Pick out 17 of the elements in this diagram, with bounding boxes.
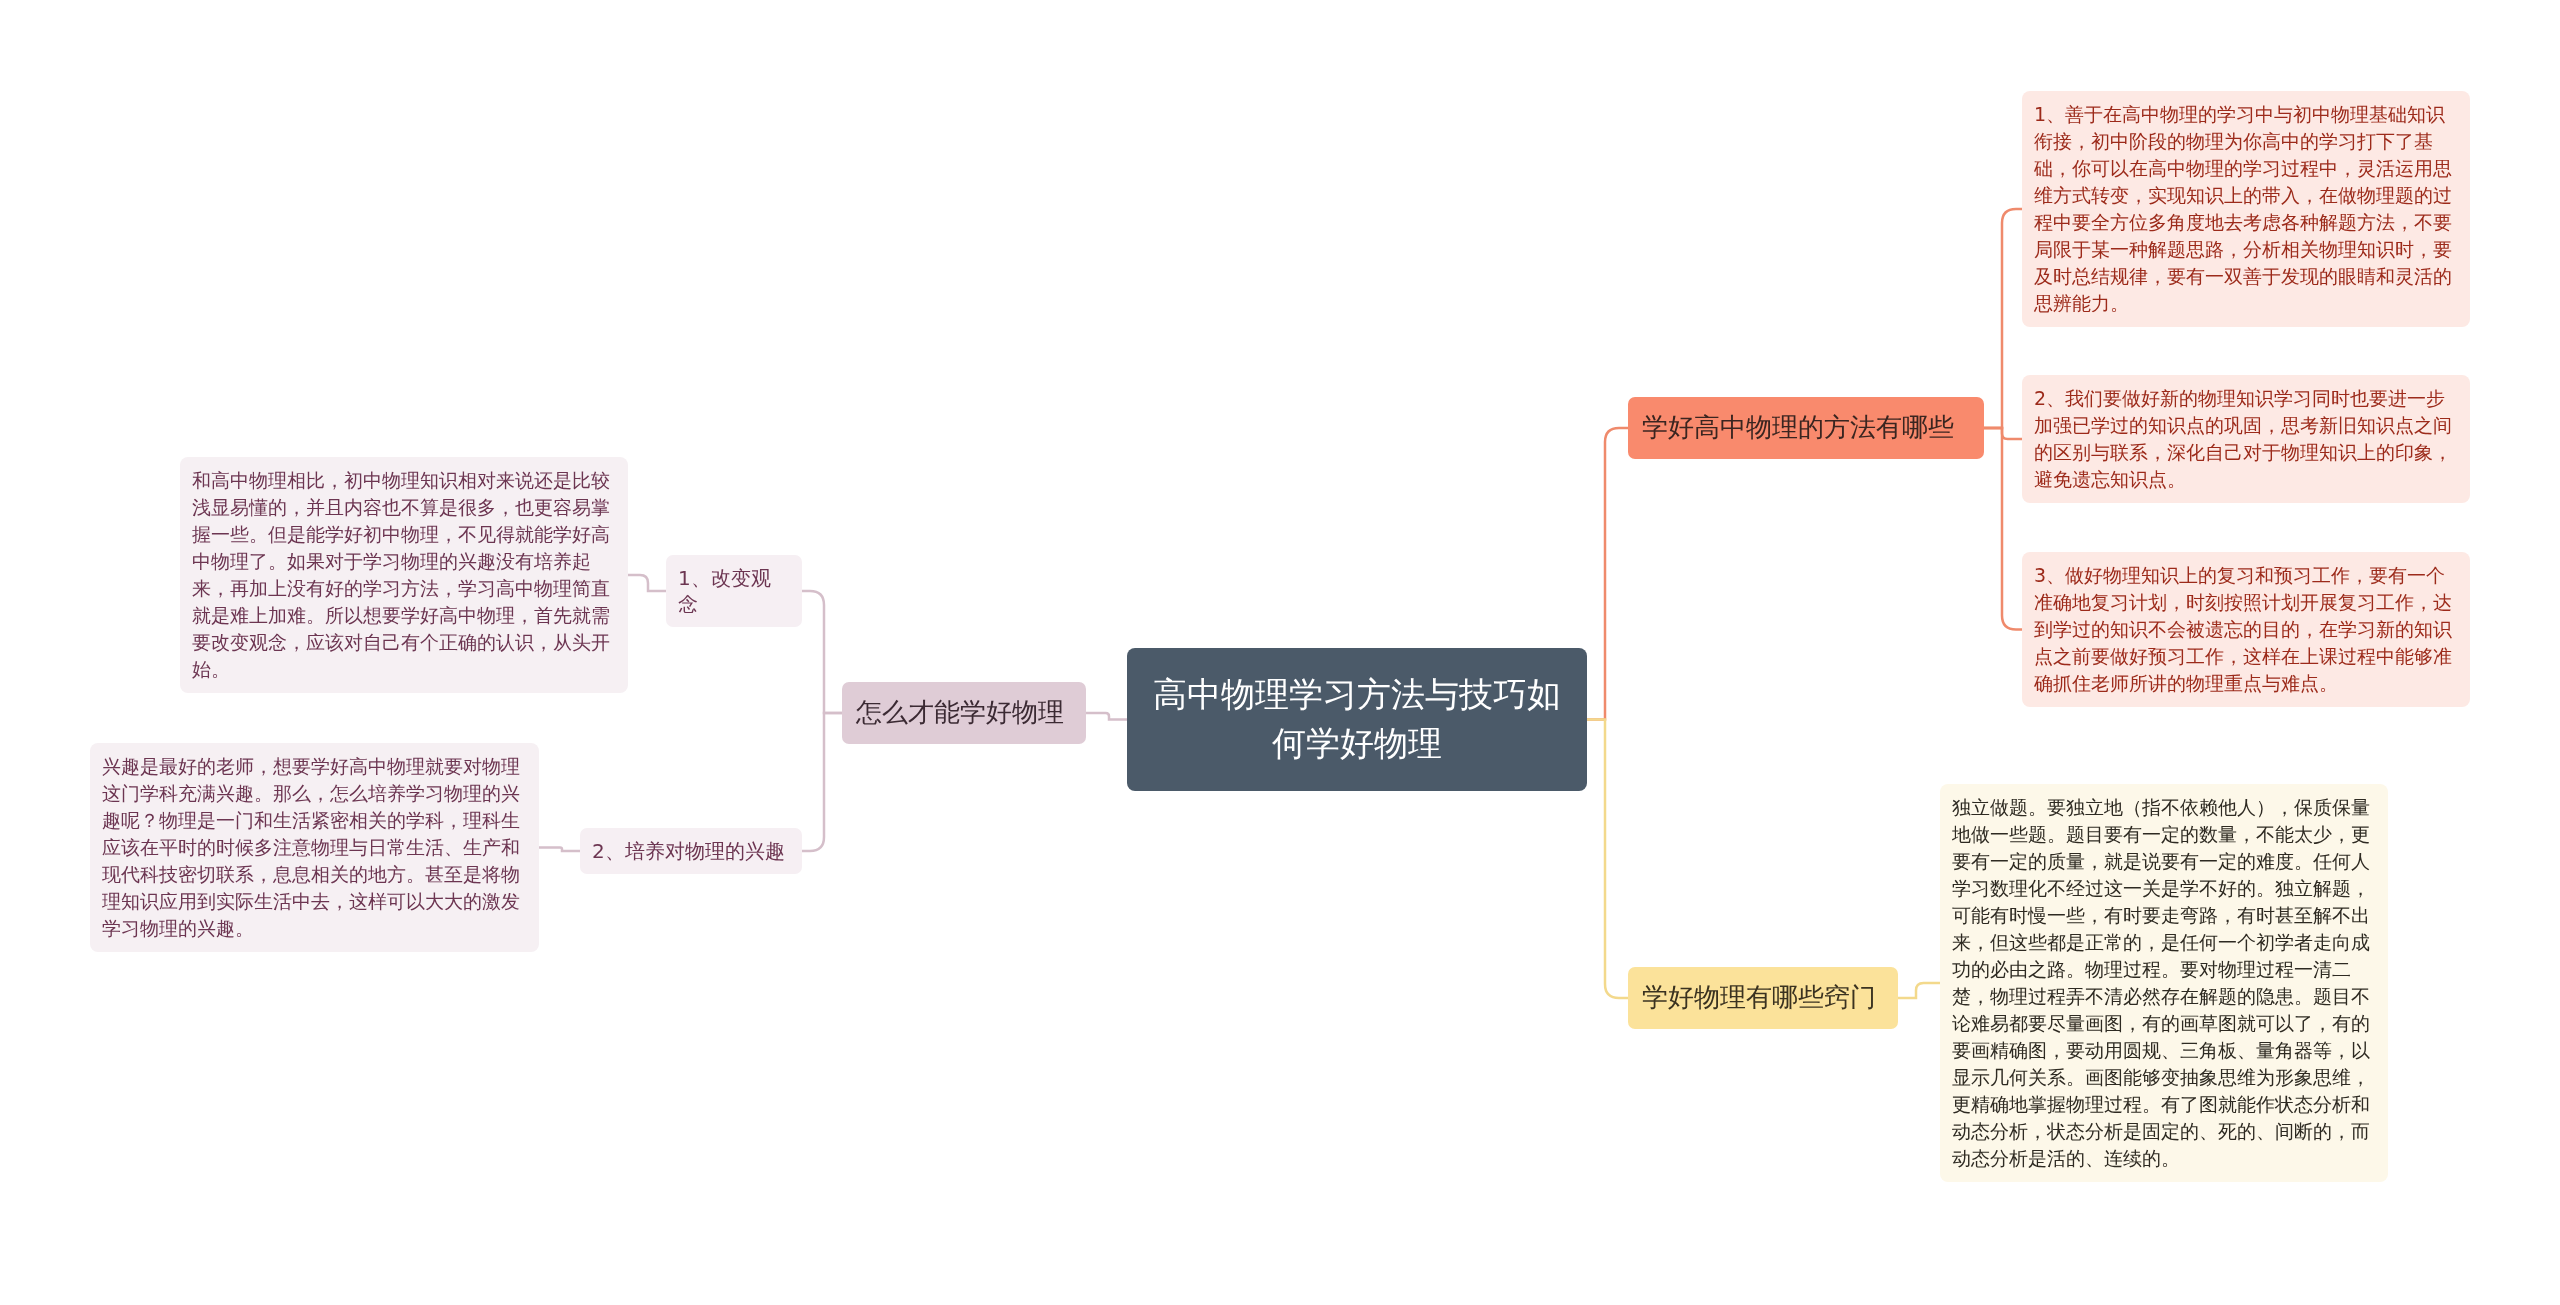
note-card: 1、善于在高中物理的学习中与初中物理基础知识衔接，初中阶段的物理为你高中的学习打下了基础，你可以在高中物理的学习过程中，灵活运用思维方式转变，实现知识上的带入，在做物理题的过程中要全方位多角度地去考虑各种解题方法，不要局限于某一种解题思路，分析相关物理知识时，要及时总结规律，要有一双善于发现的眼睛和灵活的思辨能力。 <box>2022 91 2470 327</box>
connector-line <box>628 573 666 593</box>
note-card: 2、我们要做好新的物理知识学习同时也要进一步加强已学过的知识点的巩固，思考新旧知识点之间的区别与联系，深化自己对于物理知识上的印象，避免遗忘知识点。 <box>2022 375 2470 503</box>
connector-line <box>802 711 842 853</box>
note-card: 3、做好物理知识上的复习和预习工作，要有一个准确地复习计划，时刻按照计划开展复习工作，达到学过的知识不会被遗忘的目的，在学习新的知识点之前要做好预习工作，这样在上课过程中能够准确抓住老师所讲的物理重点与难点。 <box>2022 552 2470 707</box>
branch-topic: 学好物理有哪些窍门 <box>1628 967 1898 1029</box>
note-card: 兴趣是最好的老师，想要学好高中物理就要对物理这门学科充满兴趣。那么，怎么培养学习物理的兴趣呢？物理是一门和生活紧密相关的学科，理科生应该在平时的时候多注意物理与日常生活、生产和现代科技密切联系，息息相关的地方。甚至是将物理知识应用到实际生活中去，这样可以大大的激发学习物理的兴趣。 <box>90 743 539 952</box>
note-card: 独立做题。要独立地（指不依赖他人），保质保量地做一些题。题目要有一定的数量，不能太少，更要有一定的质量，就是说要有一定的难度。任何人学习数理化不经过这一关是学不好的。独立解题，可能有时慢一些，有时要走弯路，有时甚至解不出来，但这些都是正常的，是任何一个初学者走向成功的必由之路。物理过程。要对物理过程一清二楚，物理过程弄不清必然存在解题的隐患。题目不论难易都要尽量画图，有的画草图就可以了，有的要画精确图，要动用圆规、三角板、量角器等，以显示几何关系。画图能够变抽象思维为形象思维，更精确地掌握物理过程。有了图就能作状态分析和动态分析，状态分析是固定的、死的、间断的，而动态分析是活的、连续的。 <box>1940 784 2388 1182</box>
subtopic: 2、培养对物理的兴趣 <box>580 828 802 874</box>
subtopic: 1、改变观念 <box>666 555 802 627</box>
branch-topic: 怎么才能学好物理 <box>842 682 1086 744</box>
connector-line <box>539 846 580 853</box>
connector-line <box>1086 711 1127 721</box>
note-card: 和高中物理相比，初中物理知识相对来说还是比较浅显易懂的，并且内容也不算是很多，也更容易掌握一些。但是能学好初中物理，不见得就能学好高中物理了。如果对于学习物理的兴趣没有培养起来，再加上没有好的学习方法，学习高中物理简直就是难上加难。所以想要学好高中物理，首先就需要改变观念，应该对自己有个正确的认识，从头开始。 <box>180 457 628 693</box>
central-topic: 高中物理学习方法与技巧如何学好物理 <box>1127 648 1587 791</box>
branch-topic: 学好高中物理的方法有哪些 <box>1628 397 1984 459</box>
connector-line <box>1898 981 1940 1000</box>
